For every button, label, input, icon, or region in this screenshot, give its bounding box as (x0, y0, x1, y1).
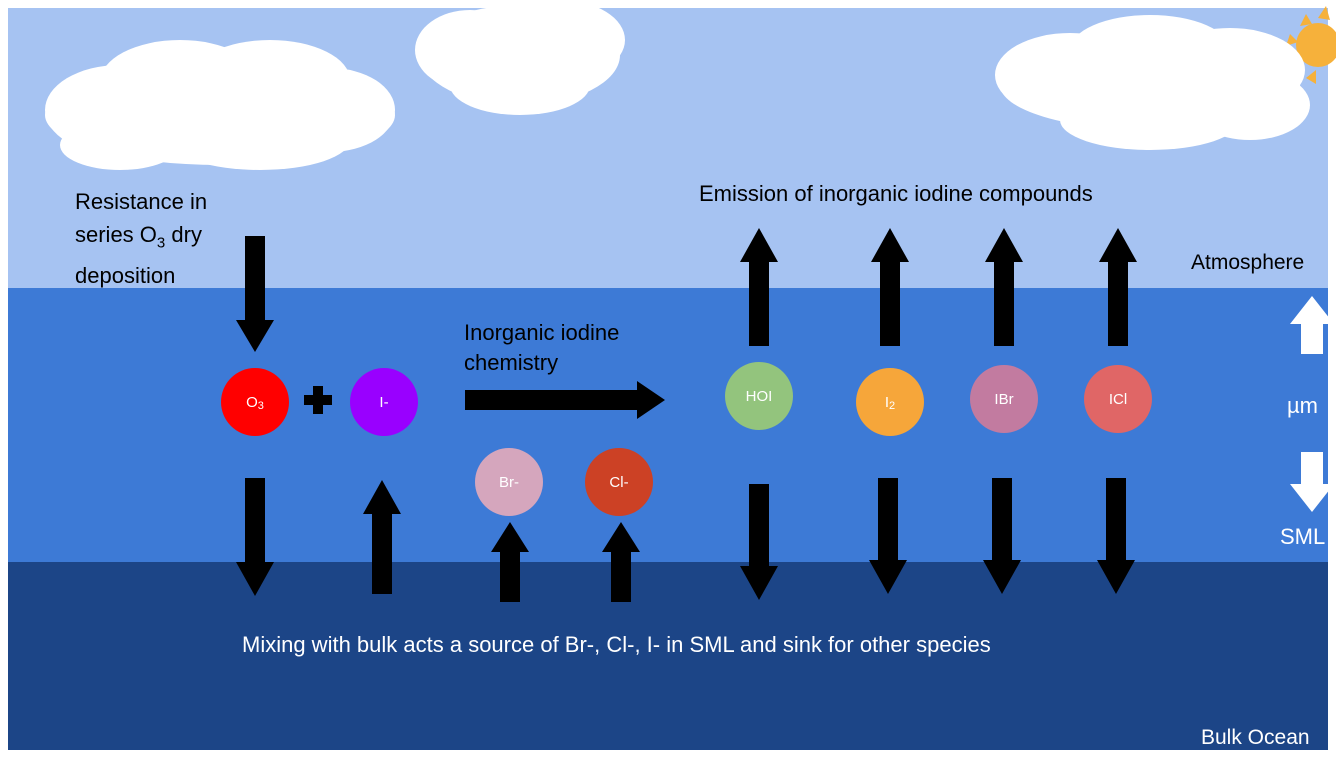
sml-label: SML (1280, 524, 1326, 549)
emission-label: Emission of inorganic iodine compounds (699, 181, 1093, 206)
icl-mixing-down-arrow (1097, 478, 1135, 594)
o3-subscript: 3 (156, 234, 166, 252)
ibr-molecule: IBr (970, 365, 1038, 433)
cloud-right (995, 15, 1310, 150)
cloud-left (45, 40, 395, 170)
hoi-text: HOI (745, 387, 773, 405)
sun-icon (1286, 6, 1336, 84)
chemistry-label-line2: chemistry (464, 350, 559, 375)
iodide-text: I- (379, 393, 389, 411)
chloride-text: Cl- (609, 473, 629, 491)
hoi-emission-arrow (740, 228, 778, 346)
i2-text: I (884, 393, 890, 411)
iodide-ion: I- (350, 368, 418, 436)
mixing-label: Mixing with bulk acts a source of Br-, C… (242, 632, 991, 657)
deposition-arrow (236, 236, 274, 352)
resistance-series-text: series O (75, 222, 157, 247)
um-label: µm (1287, 393, 1319, 418)
o3-text: O (246, 393, 258, 411)
chloride-mixing-up-arrow (602, 522, 640, 602)
icl-molecule: ICl (1084, 365, 1152, 433)
icl-text: ICl (1108, 390, 1128, 408)
resistance-dry-text: dry (165, 222, 202, 247)
bulk-ocean-band (8, 562, 1328, 750)
cloud-middle (415, 0, 625, 115)
o3-sub: 3 (257, 400, 264, 412)
bulk-ocean-label: Bulk Ocean (1201, 726, 1310, 749)
hoi-molecule: HOI (725, 362, 793, 430)
i2-mixing-down-arrow (869, 478, 907, 594)
ibr-mixing-down-arrow (983, 478, 1021, 594)
hoi-mixing-down-arrow (740, 484, 778, 600)
plus-icon (304, 386, 332, 414)
bromide-mixing-up-arrow (491, 522, 529, 602)
ibr-text: IBr (994, 390, 1014, 408)
resistance-label-line1: Resistance in (75, 189, 208, 214)
i2-emission-arrow (871, 228, 909, 346)
scale-up-arrow (1290, 296, 1334, 354)
ibr-emission-arrow (985, 228, 1023, 346)
scale-down-arrow (1290, 452, 1334, 512)
chemistry-label-line1: Inorganic iodine (464, 320, 620, 345)
resistance-label-line3: deposition (75, 263, 176, 289)
chemistry-arrow (465, 381, 665, 419)
resistance-label-line2: series O3 dry (75, 218, 207, 259)
bromide-text: Br- (499, 473, 519, 491)
chemistry-label: Inorganic iodine chemistry (464, 318, 619, 378)
o3-mixing-down-arrow (236, 478, 274, 596)
icl-emission-arrow (1099, 228, 1137, 346)
atmosphere-label: Atmosphere (1191, 251, 1305, 274)
resistance-label: Resistance in series O3 dry deposition (75, 185, 207, 292)
iodide-mixing-up-arrow (363, 480, 401, 594)
chloride-ion: Cl- (585, 448, 653, 516)
i2-sub: 2 (889, 400, 896, 412)
bromide-ion: Br- (475, 448, 543, 516)
